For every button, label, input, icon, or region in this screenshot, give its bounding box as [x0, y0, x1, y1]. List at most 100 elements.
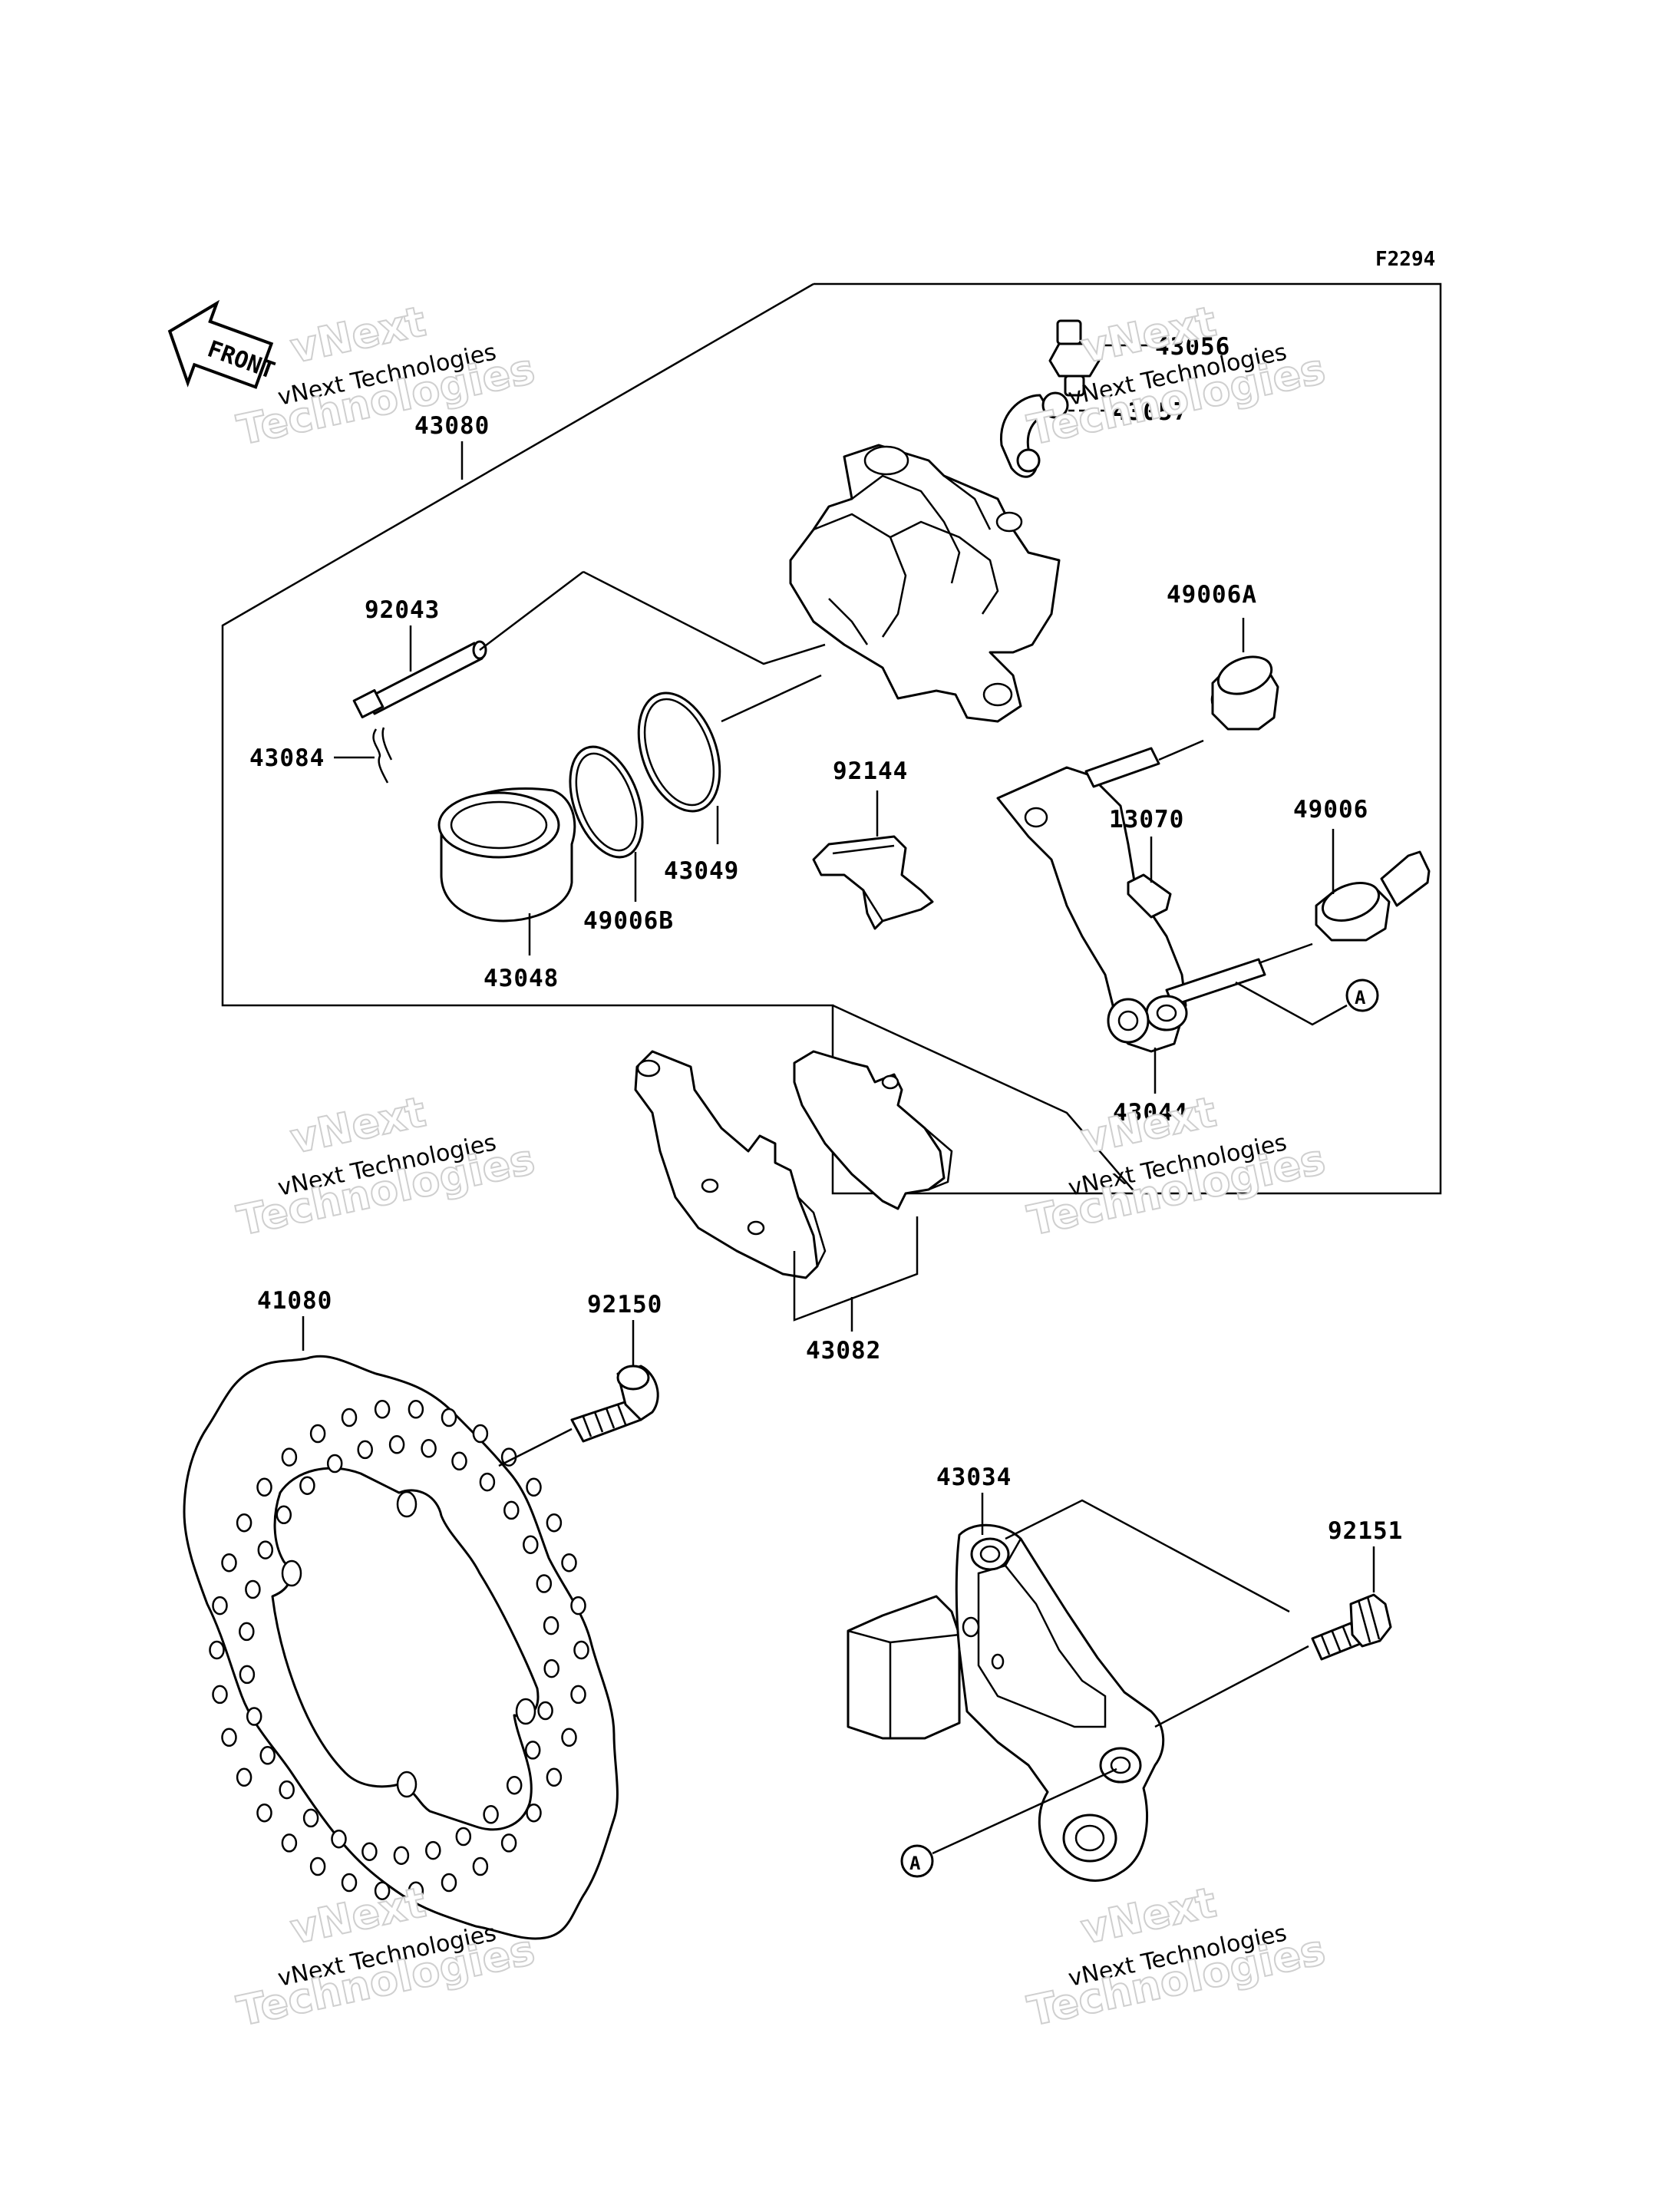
bleeder-valve — [1048, 319, 1101, 397]
disc-vent-hole — [524, 1741, 541, 1760]
disc-vent-hole — [246, 1707, 262, 1726]
disc-vent-hole — [425, 1840, 441, 1860]
disc-vent-hole — [393, 1846, 410, 1865]
bolt-axis-92150 — [498, 1427, 573, 1467]
disc-vent-hole — [570, 1596, 586, 1615]
disc-vent-hole — [299, 1476, 315, 1495]
disc-vent-hole — [455, 1827, 472, 1847]
pad-clip — [1127, 873, 1172, 919]
disc-vent-hole — [281, 1833, 298, 1853]
seal-axis-line — [721, 674, 822, 723]
disc-vent-hole — [573, 1640, 589, 1660]
disc-vent-hole — [561, 1553, 577, 1573]
disc-vent-hole — [546, 1767, 563, 1787]
watermark-mid-left: vNext vNext Technologies Technologies — [233, 1087, 540, 1246]
disc-vent-hole — [281, 1447, 298, 1467]
watermark-mid-right: vNext vNext Technologies Technologies — [1023, 1087, 1330, 1246]
assembly-connector-line — [832, 1004, 1137, 1194]
label-43080[interactable]: 43080 — [414, 412, 490, 440]
disc-vent-hole — [256, 1803, 272, 1823]
disc-vent-hole — [408, 1881, 424, 1900]
callout-a-lower — [900, 1844, 934, 1878]
disc-vent-hole — [483, 1805, 499, 1824]
label-49006A[interactable]: 49006A — [1167, 581, 1257, 609]
disc-vent-hole — [239, 1622, 255, 1642]
disc-bolt — [570, 1365, 659, 1443]
pin-boot-lower — [1315, 850, 1431, 942]
disc-vent-hole — [561, 1728, 577, 1748]
disc-vent-hole — [326, 1454, 343, 1474]
callout-a-upper-leader — [1235, 981, 1348, 1026]
label-92151[interactable]: 92151 — [1328, 1517, 1403, 1545]
disc-vent-hole — [472, 1424, 489, 1444]
disc-vent-hole — [543, 1615, 559, 1635]
disc-vent-hole — [361, 1842, 378, 1861]
disc-vent-hole — [357, 1440, 373, 1460]
label-49006[interactable]: 49006 — [1293, 796, 1368, 823]
disc-vent-hole — [239, 1665, 256, 1685]
disc-vent-hole — [526, 1477, 542, 1497]
watermark-bottom-right: vNext vNext Technologies Technologies — [1023, 1877, 1330, 2036]
caliper-pin — [352, 640, 487, 719]
disc-vent-hole — [236, 1767, 252, 1787]
pin-guide-line — [583, 570, 826, 665]
disc-vent-hole — [441, 1873, 457, 1893]
label-43084[interactable]: 43084 — [249, 744, 325, 772]
brake-pad-right — [793, 1050, 953, 1210]
caliper-bracket — [996, 747, 1266, 1053]
disc-vent-hole — [341, 1408, 358, 1427]
disc-vent-hole — [500, 1833, 517, 1853]
disc-vent-hole — [374, 1400, 391, 1419]
disc-vent-hole — [451, 1451, 467, 1471]
label-49006B[interactable]: 49006B — [583, 907, 674, 935]
disc-vent-hole — [276, 1505, 292, 1525]
label-43044[interactable]: 43044 — [1113, 1099, 1188, 1127]
label-43082[interactable]: 43082 — [806, 1337, 881, 1365]
bracket-43034-axis-upper — [1005, 1499, 1290, 1613]
callout-a-upper — [1345, 979, 1379, 1012]
disc-vent-hole — [472, 1856, 489, 1876]
disc-vent-holes — [209, 1400, 589, 1900]
callout-a-lower-label: A — [909, 1853, 921, 1874]
disc-vent-hole — [221, 1728, 237, 1748]
label-43034[interactable]: 43034 — [936, 1464, 1012, 1491]
callout-a-upper-label: A — [1355, 987, 1366, 1008]
disc-vent-hole — [537, 1701, 553, 1721]
bracket-43082 — [793, 1216, 919, 1322]
disc-vent-hole — [479, 1472, 496, 1492]
caliper-piston — [437, 787, 576, 922]
disc-vent-hole — [331, 1829, 347, 1849]
label-41080[interactable]: 41080 — [257, 1287, 332, 1315]
disc-vent-hole — [408, 1400, 424, 1419]
piston-seal — [637, 691, 721, 813]
label-92150[interactable]: 92150 — [587, 1291, 662, 1318]
disc-vent-hole — [309, 1856, 326, 1876]
label-13070[interactable]: 13070 — [1109, 806, 1184, 833]
brake-pad-left — [634, 1050, 827, 1279]
disc-vent-hole — [506, 1775, 523, 1795]
label-92144[interactable]: 92144 — [833, 757, 908, 785]
pin-axis-line — [479, 571, 584, 651]
disc-vent-hole — [536, 1574, 553, 1593]
label-43049[interactable]: 43049 — [664, 857, 739, 885]
disc-vent-hole — [256, 1477, 272, 1497]
bracket-bolt — [1311, 1593, 1392, 1661]
label-43056[interactable]: 43056 — [1155, 333, 1230, 361]
label-43048[interactable]: 43048 — [484, 965, 559, 992]
label-92043[interactable]: 92043 — [365, 596, 440, 624]
label-43057[interactable]: 43057 — [1113, 398, 1188, 426]
bleeder-cap — [999, 391, 1069, 478]
disc-vent-hole — [302, 1808, 319, 1828]
disc-vent-hole — [526, 1803, 542, 1823]
pin-boot-upper — [1210, 655, 1279, 731]
disc-vent-hole — [212, 1685, 228, 1705]
disc-vent-hole — [543, 1658, 559, 1678]
dust-seal — [569, 745, 644, 859]
disc-vent-hole — [523, 1535, 539, 1554]
disc-vent-hole — [441, 1408, 457, 1427]
caliper-mount-bracket — [847, 1523, 1165, 1882]
caliper-body — [789, 444, 1061, 723]
disc-vent-hole — [279, 1780, 295, 1800]
bracket-axis-lower — [1258, 942, 1313, 965]
